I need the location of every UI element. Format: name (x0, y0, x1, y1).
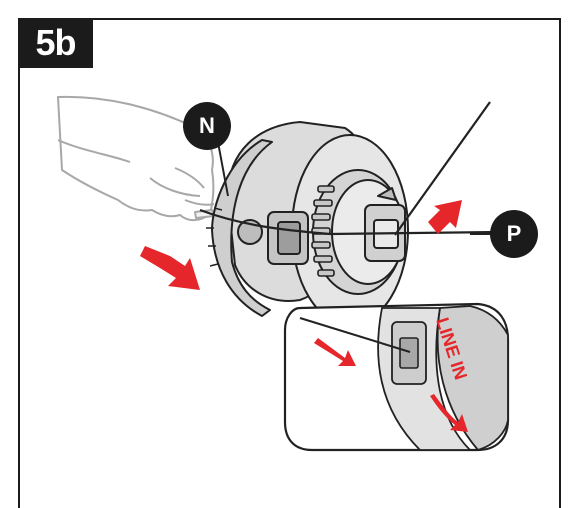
step-number-badge: 5b (18, 18, 93, 68)
callout-n: N (183, 102, 231, 150)
insert-arrow-icon (140, 246, 200, 290)
inset-detail-view: LINE IN (285, 304, 508, 450)
trimmer-spool (206, 122, 408, 325)
pull-arrow-icon (428, 200, 462, 234)
callout-p: P (490, 210, 538, 258)
